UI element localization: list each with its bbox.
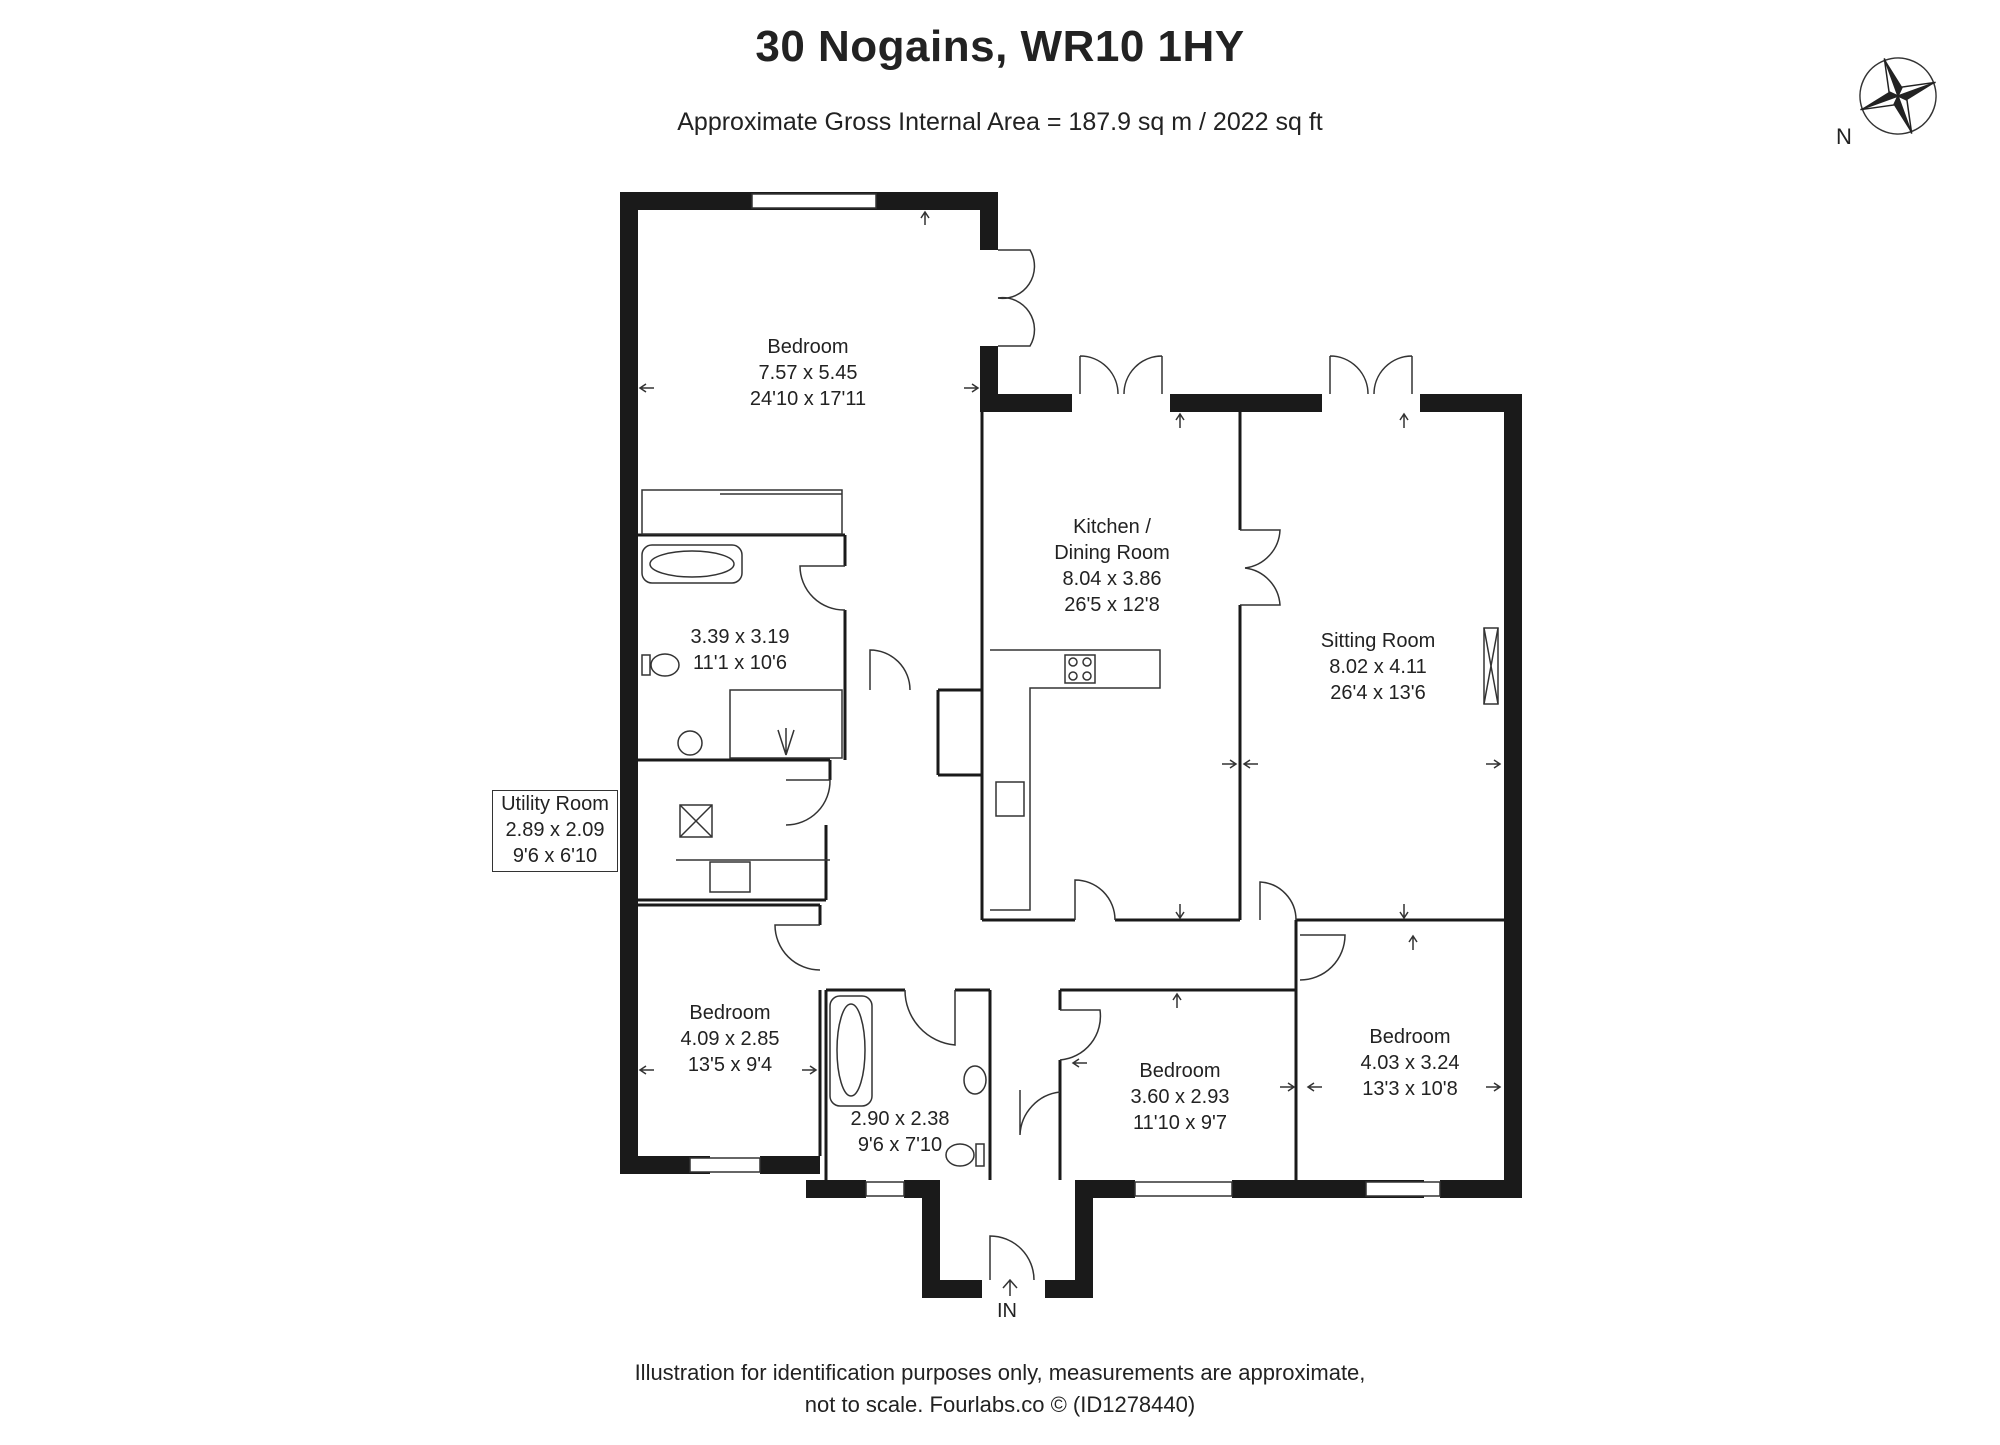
wall-left	[620, 192, 638, 1174]
ensuite-bath	[641, 544, 743, 584]
room-imperial: 13'3 x 10'8	[1362, 1078, 1458, 1100]
interior-walls	[638, 412, 1504, 1180]
room-name: Bedroom	[1139, 1060, 1221, 1082]
room-label-bedroom-mid: Bedroom 3.60 x 2.93 11'10 x 9'7	[1131, 1058, 1230, 1136]
page-title: 30 Nogains, WR10 1HY	[755, 22, 1245, 71]
room-imperial: 26'4 x 13'6	[1330, 682, 1426, 704]
bathroom-wc	[945, 1143, 975, 1167]
wall-master-right-lower	[980, 346, 998, 394]
wall-bottom-sw-b	[760, 1156, 820, 1174]
disclaimer-footer: Illustration for identification purposes…	[0, 1357, 2000, 1421]
room-label-bathroom: 2.90 x 2.38 9'6 x 7'10	[851, 1106, 950, 1158]
room-imperial: 24'10 x 17'11	[749, 388, 867, 410]
room-imperial: 11'10 x 9'7	[1132, 1112, 1227, 1134]
wall-top-sitting-right	[1420, 394, 1522, 412]
room-imperial: 13'5 x 9'4	[687, 1054, 773, 1076]
room-label-kitchen: Kitchen / Dining Room 8.04 x 3.86 26'5 x…	[1054, 514, 1170, 618]
kitchen-counter	[990, 649, 1161, 911]
entrance-arrow-icon	[1002, 1278, 1018, 1296]
ensuite-shower	[729, 689, 843, 759]
ensuite-wc	[650, 653, 680, 677]
bathroom-basin	[963, 1065, 987, 1095]
disclaimer-line-1: Illustration for identification purposes…	[634, 1360, 1366, 1385]
room-label-bedroom-se: Bedroom 4.03 x 3.24 13'3 x 10'8	[1361, 1024, 1460, 1102]
room-metric: 7.57 x 5.45	[758, 362, 858, 384]
wall-porch-left	[922, 1180, 940, 1296]
dimension-arrows	[638, 210, 1502, 1092]
wall-top-kitchen-left	[980, 394, 1072, 412]
room-metric: 4.03 x 3.24	[1360, 1052, 1460, 1074]
room-imperial: 9'6 x 6'10	[512, 845, 598, 867]
room-imperial: 9'6 x 7'10	[857, 1134, 943, 1156]
room-metric: 3.60 x 2.93	[1130, 1086, 1230, 1108]
room-label-bedroom-sw: Bedroom 4.09 x 2.85 13'5 x 9'4	[681, 1000, 780, 1078]
wall-bottom-bath-b	[904, 1180, 926, 1198]
hob-icon	[1064, 654, 1096, 684]
window-bathroom	[865, 1181, 905, 1197]
north-label: N	[1836, 124, 1852, 149]
disclaimer-line-2: not to scale. Fourlabs.co © (ID1278440)	[804, 1392, 1196, 1417]
room-name: Bedroom	[767, 336, 849, 358]
utility-appliance	[679, 804, 713, 838]
wall-porch-right	[1075, 1180, 1093, 1298]
room-metric: 4.09 x 2.85	[680, 1028, 780, 1050]
room-name: Bedroom	[1369, 1026, 1451, 1048]
window-bedroom-mid	[1134, 1181, 1233, 1197]
room-name-line1: Kitchen /	[1073, 516, 1151, 538]
wardrobe	[641, 489, 843, 535]
wall-bottom-bath-a	[806, 1180, 866, 1198]
room-imperial: 26'5 x 12'8	[1064, 594, 1160, 616]
wall-porch-bottom-left	[922, 1280, 982, 1298]
entrance-label: IN	[997, 1300, 1017, 1322]
window-master	[751, 193, 877, 209]
room-name-line2: Dining Room	[1054, 542, 1170, 564]
wall-right	[1504, 394, 1522, 1198]
wall-bottom-sw-a	[620, 1156, 710, 1174]
wall-bottom-se-b	[1440, 1180, 1522, 1198]
windows	[689, 193, 1499, 1197]
room-name: Bedroom	[689, 1002, 771, 1024]
wall-bottom-mid-a	[1075, 1180, 1135, 1198]
room-name: Sitting Room	[1320, 630, 1436, 652]
ensuite-basin	[677, 730, 703, 756]
room-name: Utility Room	[501, 793, 609, 815]
room-label-ensuite: 3.39 x 3.19 11'1 x 10'6	[691, 624, 790, 676]
room-metric: 3.39 x 3.19	[690, 626, 790, 648]
window-bedroom-se	[1365, 1181, 1441, 1197]
wall-top-mid	[1170, 394, 1322, 412]
room-metric: 8.02 x 4.11	[1329, 656, 1427, 678]
room-metric: 8.04 x 3.86	[1062, 568, 1162, 590]
doors	[774, 249, 1413, 1281]
fixtures	[641, 489, 1161, 1167]
room-label-utility: Utility Room 2.89 x 2.09 9'6 x 6'10	[492, 790, 618, 872]
gross-area-subtitle: Approximate Gross Internal Area = 187.9 …	[677, 108, 1323, 136]
room-imperial: 11'1 x 10'6	[692, 652, 787, 674]
room-metric: 2.90 x 2.38	[850, 1108, 950, 1130]
wall-master-right-upper	[980, 192, 998, 250]
room-metric: 2.89 x 2.09	[505, 819, 605, 841]
exterior-walls	[620, 192, 1522, 1298]
room-label-master-bedroom: Bedroom 7.57 x 5.45 24'10 x 17'11	[750, 334, 866, 412]
compass-rose-icon	[1859, 57, 1937, 135]
room-label-sitting-room: Sitting Room 8.02 x 4.11 26'4 x 13'6	[1321, 628, 1436, 706]
utility-sink	[709, 861, 751, 893]
bathroom-bath	[829, 995, 873, 1107]
window-bedroom-sw	[689, 1157, 761, 1173]
kitchen-sink	[995, 781, 1025, 817]
